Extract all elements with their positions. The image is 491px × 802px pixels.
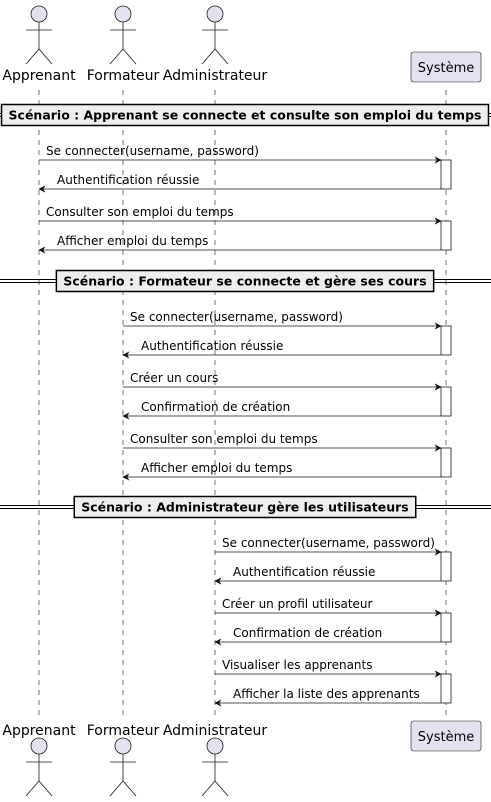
scenario-title-2: Scénario : Formateur se connecte et gère…	[63, 274, 426, 289]
activation-bar	[440, 386, 452, 417]
administrateur-label-bottom: Administrateur	[163, 723, 268, 739]
apprenant-label-top: Apprenant	[2, 68, 76, 84]
scenario-title-3: Scénario : Administrateur gère les utili…	[81, 500, 409, 515]
scenario-title-box	[55, 269, 435, 293]
request-label: Créer un cours	[130, 371, 218, 385]
activation-bar	[440, 612, 452, 643]
request-label: Consulter son emploi du temps	[130, 432, 318, 446]
request-label: Se connecter(username, password)	[46, 144, 259, 158]
systeme-box-bottom	[410, 720, 482, 752]
systeme-box-top	[410, 51, 482, 83]
scenario-title-1: Scénario : Apprenant se connecte et cons…	[9, 108, 482, 123]
response-label: Authentification réussie	[233, 565, 375, 579]
request-label: Visualiser les apprenants	[222, 658, 373, 672]
formateur-top-actor-icon	[109, 5, 137, 65]
administrateur-label-top: Administrateur	[163, 68, 268, 84]
response-label: Confirmation de création	[233, 626, 382, 640]
response-label: Authentification réussie	[141, 339, 283, 353]
formateur-bottom-actor-icon	[109, 737, 137, 797]
administrateur-top-actor-icon	[201, 5, 229, 65]
activation-bar	[440, 325, 452, 356]
response-label: Afficher emploi du temps	[141, 461, 292, 475]
scenario-title-box	[0, 103, 490, 127]
request-label: Se connecter(username, password)	[130, 310, 343, 324]
activation-bar	[440, 551, 452, 582]
response-label: Afficher la liste des apprenants	[233, 687, 420, 701]
activation-bar	[440, 447, 452, 478]
request-label: Se connecter(username, password)	[222, 536, 435, 550]
scenario-title-box	[73, 495, 417, 519]
response-label: Authentification réussie	[57, 173, 199, 187]
activation-bar	[440, 220, 452, 251]
response-label: Confirmation de création	[141, 400, 290, 414]
systeme-label-bottom: Système	[418, 730, 474, 745]
systeme-label-top: Système	[418, 61, 474, 76]
response-label: Afficher emploi du temps	[57, 234, 208, 248]
apprenant-label-bottom: Apprenant	[2, 723, 76, 739]
administrateur-bottom-actor-icon	[201, 737, 229, 797]
formateur-label-bottom: Formateur	[87, 723, 160, 739]
apprenant-bottom-actor-icon	[25, 737, 53, 797]
formateur-label-top: Formateur	[87, 68, 160, 84]
request-label: Consulter son emploi du temps	[46, 205, 234, 219]
activation-bar	[440, 673, 452, 704]
activation-bar	[440, 159, 452, 190]
apprenant-top-actor-icon	[25, 5, 53, 65]
request-label: Créer un profil utilisateur	[222, 597, 373, 611]
